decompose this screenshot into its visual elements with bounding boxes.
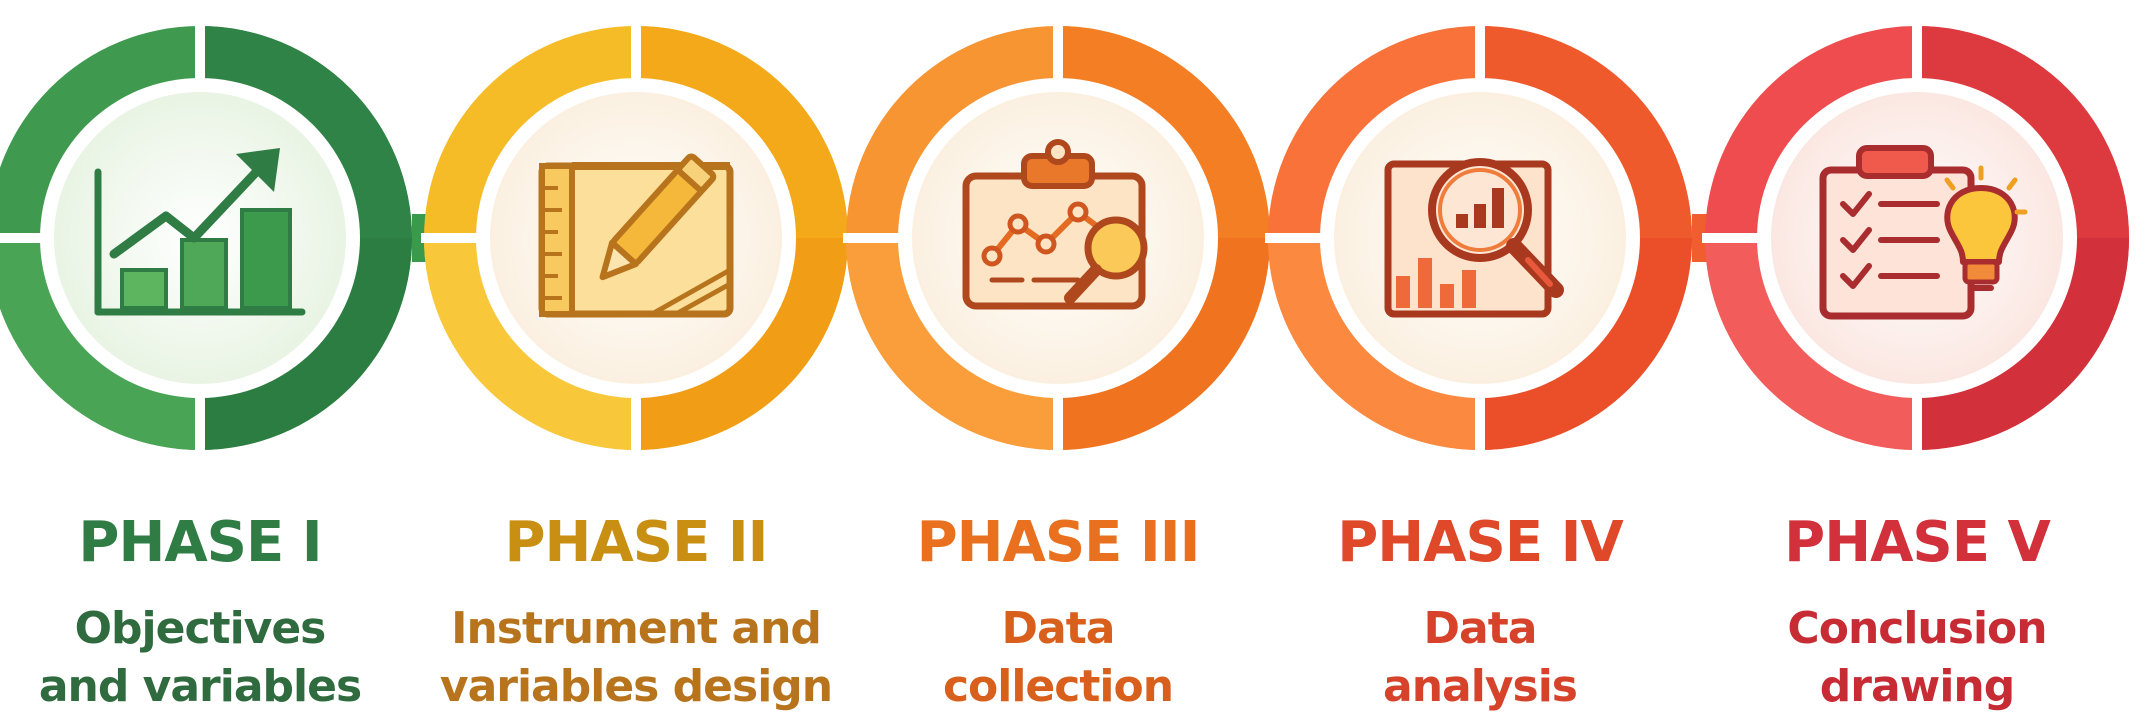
phase-5-description-line-1: Conclusion xyxy=(1787,603,2047,654)
phase-1-title: PHASE I xyxy=(78,510,322,575)
phase-4-description-line-2: analysis xyxy=(1383,661,1578,712)
phase-1-description: Objectives and variables xyxy=(0,600,410,716)
phase-5-description: Conclusion drawing xyxy=(1707,600,2127,716)
growth-chart-icon xyxy=(94,148,306,316)
phase-2-description: Instrument and variables design xyxy=(426,600,846,716)
phase-3-description-line-2: collection xyxy=(942,661,1174,712)
checklist-lightbulb-icon xyxy=(1819,145,2028,320)
phase-3-description-line-1: Data xyxy=(1001,603,1116,654)
phase-5-description-line-2: drawing xyxy=(1819,661,2015,712)
ruler-pencil-design-icon xyxy=(538,153,734,318)
phase-3-title: PHASE III xyxy=(916,510,1201,575)
phase-2-title: PHASE II xyxy=(504,510,768,575)
phase-2-description-line-2: variables design xyxy=(439,661,833,712)
phase-3-description: Data collection xyxy=(848,600,1268,716)
phase-5-title: PHASE V xyxy=(1784,510,2051,575)
phase-1-description-line-2: and variables xyxy=(38,661,362,712)
report-magnifier-icon xyxy=(1384,158,1564,318)
phase-1-description-line-1: Objectives xyxy=(74,603,327,654)
phase-2-description-line-1: Instrument and xyxy=(451,603,822,654)
phase-4-title: PHASE IV xyxy=(1337,510,1624,575)
phase-4-description: Data analysis xyxy=(1270,600,1690,716)
phase-4-description-line-1: Data xyxy=(1423,603,1538,654)
clipboard-chart-magnifier-icon xyxy=(962,139,1148,310)
